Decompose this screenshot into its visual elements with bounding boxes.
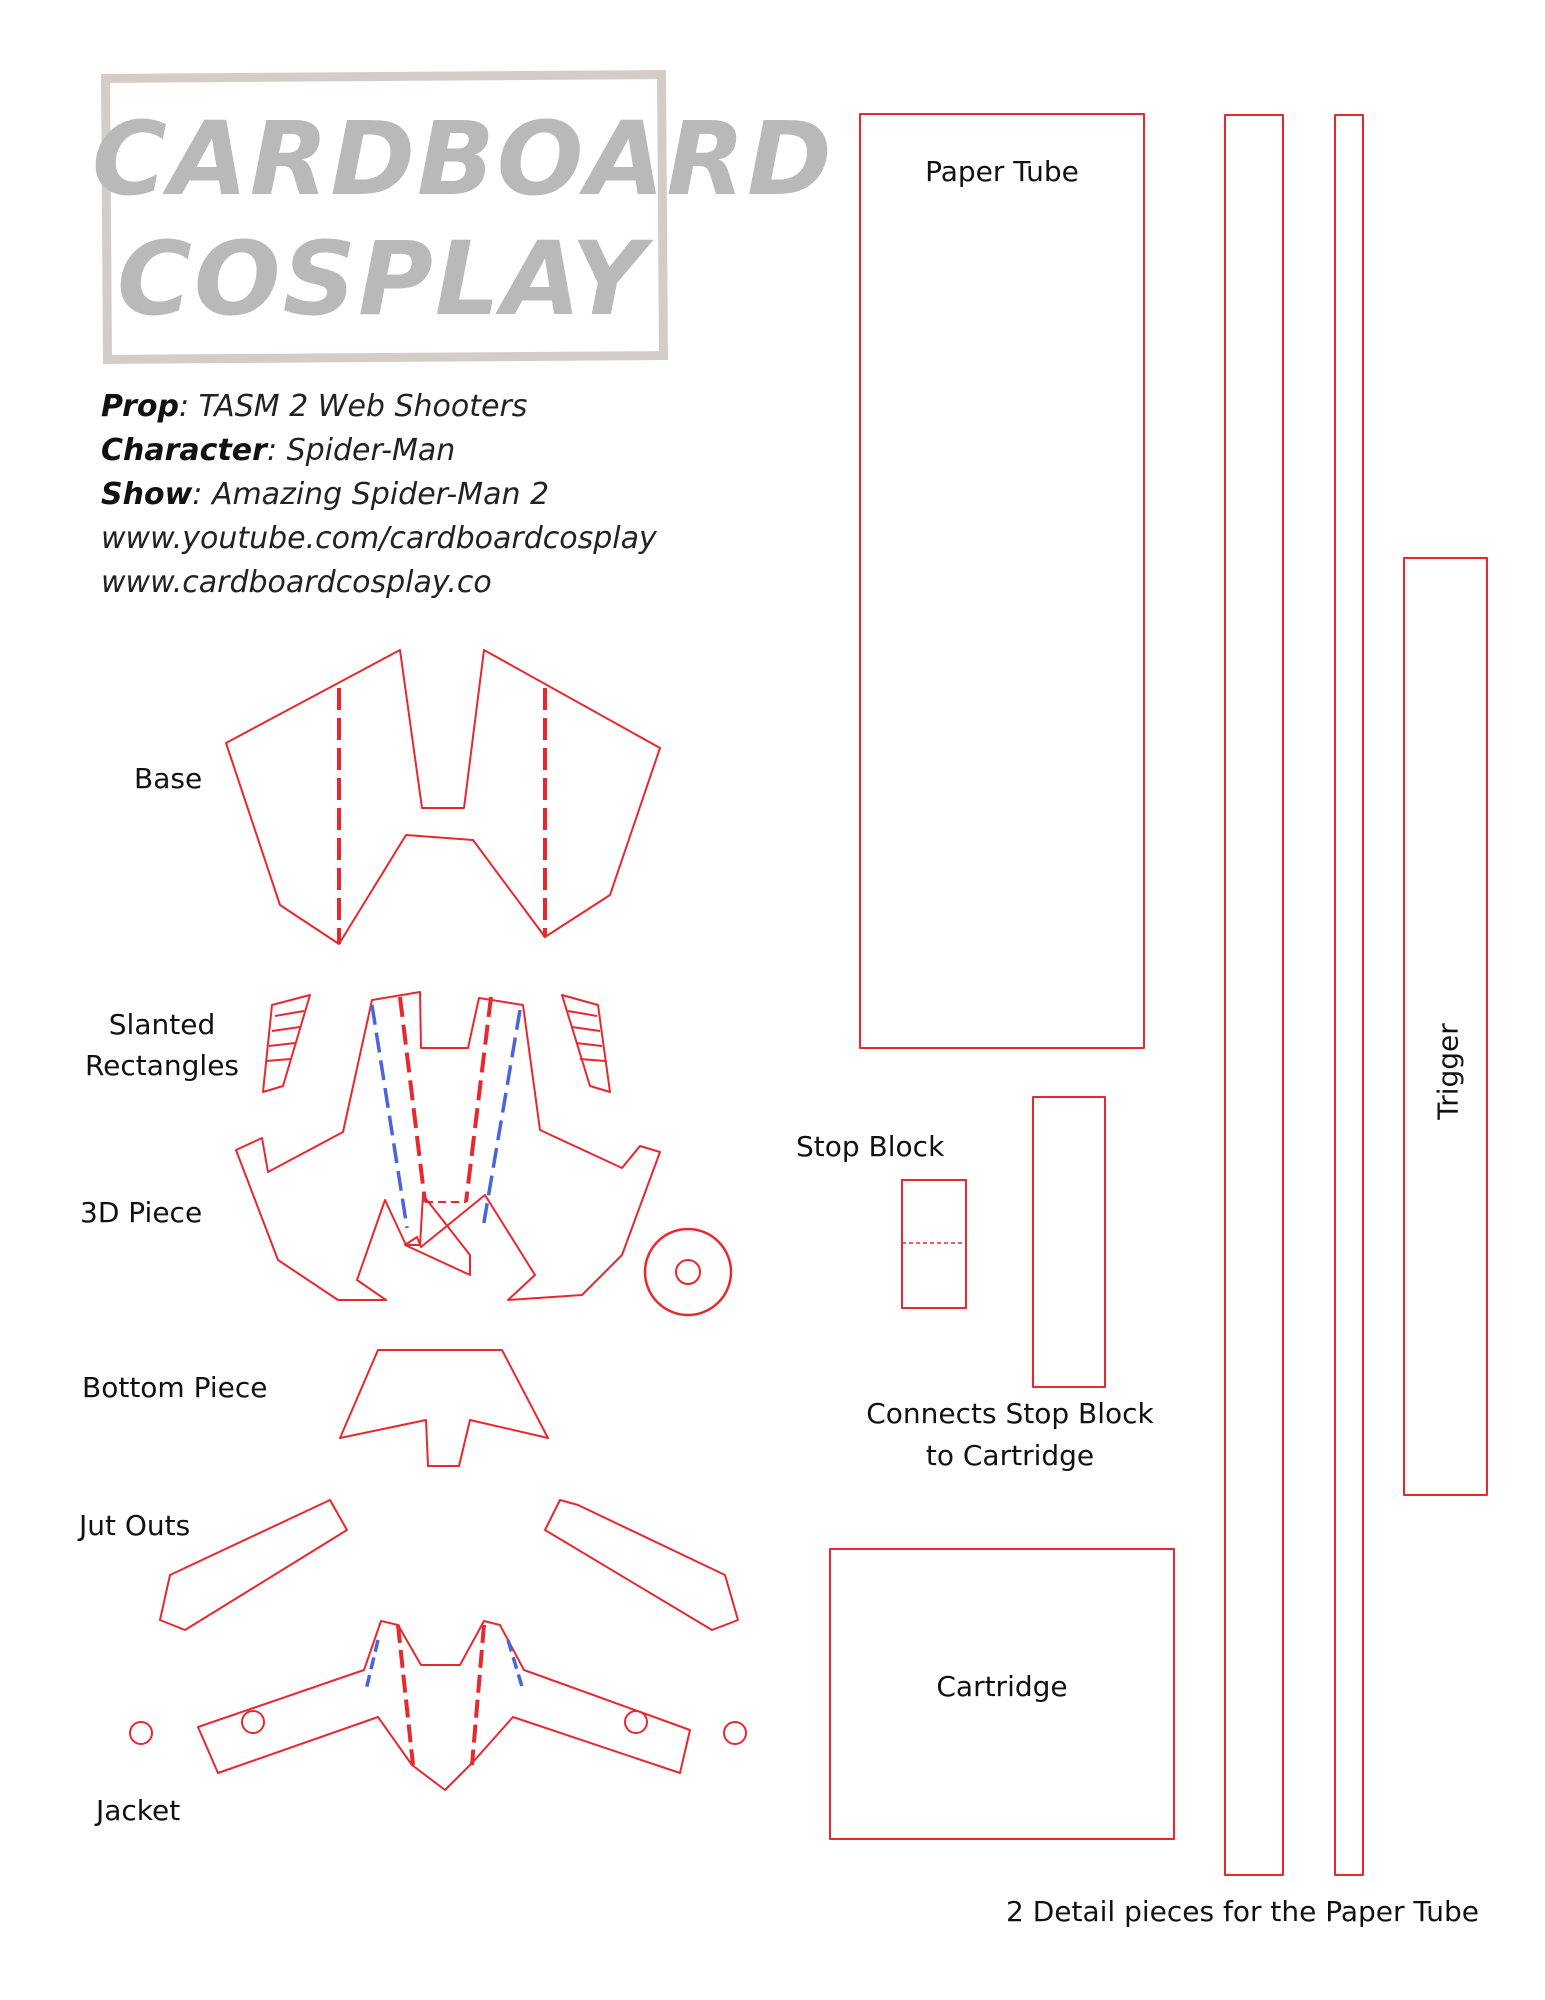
3d-fold-blue-left (370, 1004, 409, 1229)
detail-strip-narrow (1334, 114, 1364, 1876)
cartridge-piece (829, 1548, 1175, 1840)
label-cartridge: Cartridge (936, 1670, 1068, 1703)
website-link[interactable]: www.cardboardcosplay.co (101, 565, 492, 600)
prop-info: Prop: TASM 2 Web Shooters Character: Spi… (101, 385, 657, 605)
slanted-rectangle-left (262, 994, 311, 1093)
label-3d-piece: 3D Piece (80, 1196, 203, 1229)
slanted-rectangle-right (561, 994, 611, 1093)
3d-piece (235, 991, 661, 1301)
jut-out-left (159, 1499, 348, 1631)
label-bottom-piece: Bottom Piece (82, 1371, 268, 1404)
label-slanted-line-2: Rectangles (84, 1049, 240, 1082)
label-slanted-line-1: Slanted (108, 1008, 216, 1041)
jacket-small-circle-left (129, 1721, 153, 1745)
label-connects-line-1: Connects Stop Block (866, 1397, 1154, 1430)
base-piece (225, 649, 661, 945)
label-jut-outs: Jut Outs (79, 1509, 191, 1542)
logo-line-2: COSPLAY (117, 220, 647, 339)
jacket-fold-blue-left (364, 1639, 380, 1691)
label-connects-line-2: to Cartridge (925, 1439, 1095, 1472)
label-jacket: Jacket (96, 1794, 181, 1827)
3d-fold-blue-right (481, 1009, 522, 1229)
label-detail-pieces: 2 Detail pieces for the Paper Tube (1006, 1895, 1480, 1928)
character-key: Character (101, 433, 267, 468)
trigger-piece (1403, 557, 1488, 1496)
show-key: Show (101, 477, 193, 512)
youtube-link[interactable]: www.youtube.com/cardboardcosplay (101, 521, 657, 556)
3d-fold-red-right (464, 996, 493, 1203)
prop-key: Prop (101, 389, 179, 424)
character-row: Character: Spider-Man (101, 429, 657, 473)
label-stop-block: Stop Block (796, 1130, 945, 1163)
jacket-hole-right (624, 1710, 648, 1734)
bottom-piece (339, 1349, 549, 1467)
label-trigger: Trigger (1431, 1023, 1465, 1120)
round-disc-piece (643, 1227, 733, 1317)
prop-value: : TASM 2 Web Shooters (178, 389, 528, 424)
label-base: Base (134, 762, 203, 795)
jacket-hole-left (241, 1710, 265, 1734)
jacket-fold-red-left (396, 1624, 415, 1766)
jacket-fold-red-right (470, 1624, 486, 1766)
prop-row: Prop: TASM 2 Web Shooters (101, 385, 657, 429)
show-row: Show: Amazing Spider-Man 2 (101, 473, 657, 517)
stop-block-connector-piece (1032, 1096, 1106, 1388)
detail-strip-wide (1224, 114, 1284, 1876)
jacket-small-circle-right (723, 1721, 747, 1745)
stop-block-piece (901, 1179, 967, 1309)
3d-fold-red-left (398, 996, 427, 1203)
paper-tube-piece (859, 113, 1145, 1049)
show-value: : Amazing Spider-Man 2 (192, 477, 550, 512)
character-value: : Spider-Man (266, 433, 456, 468)
jut-out-right (544, 1499, 739, 1631)
jacket-fold-blue-right (506, 1639, 525, 1691)
jacket-piece (197, 1620, 691, 1791)
label-paper-tube: Paper Tube (925, 155, 1079, 188)
